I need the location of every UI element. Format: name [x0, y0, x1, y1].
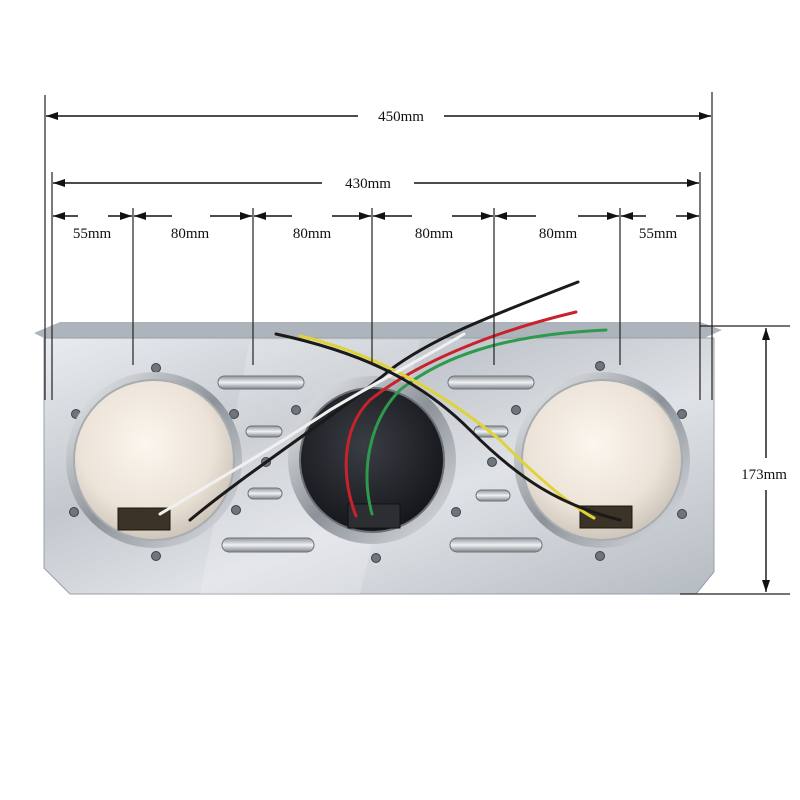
- plate-slots: [217, 375, 543, 553]
- screw: [677, 509, 687, 519]
- extension-lines: [44, 92, 790, 595]
- dim-450: 450mm: [46, 109, 711, 125]
- dim-430: 430mm: [53, 176, 699, 192]
- screw: [511, 405, 521, 415]
- dim-173: 173mm: [741, 328, 787, 592]
- screws: [69, 361, 687, 563]
- wire-green: [365, 328, 608, 516]
- screw: [487, 457, 497, 467]
- wire-white: [158, 332, 466, 516]
- screw: [231, 505, 241, 515]
- lamp-connector: [117, 507, 171, 531]
- screw: [595, 551, 605, 561]
- slot: [217, 375, 305, 390]
- dim-173-label: 173mm: [741, 467, 787, 483]
- wiring: [158, 280, 622, 522]
- slot: [447, 375, 535, 390]
- screw: [371, 553, 381, 563]
- dim-450-label: 450mm: [378, 109, 424, 125]
- slot: [475, 489, 511, 502]
- lamp-lens: [299, 387, 445, 533]
- screw: [451, 507, 461, 517]
- screw: [291, 405, 301, 415]
- left-lamp: [66, 372, 242, 548]
- segment-labels: 55mm 80mm 80mm 80mm 80mm 55mm: [73, 226, 678, 242]
- screw: [151, 551, 161, 561]
- slot: [247, 487, 283, 500]
- wire-red: [344, 310, 578, 518]
- seg-label: 55mm: [73, 226, 112, 242]
- seg-label: 80mm: [171, 226, 210, 242]
- wire-black-2: [274, 332, 622, 522]
- seg-label: 80mm: [415, 226, 454, 242]
- center-lamp: [288, 376, 456, 544]
- screw: [229, 409, 239, 419]
- plate-top-flange: [34, 322, 722, 340]
- right-lamp: [514, 372, 690, 548]
- wire-yellow: [298, 334, 596, 520]
- seg-label: 55mm: [639, 226, 678, 242]
- slot: [245, 425, 283, 438]
- seg-label: 80mm: [293, 226, 332, 242]
- wire-black: [188, 280, 580, 522]
- screw: [69, 507, 79, 517]
- slot: [221, 537, 315, 553]
- seg-label: 80mm: [539, 226, 578, 242]
- lamp-lens: [73, 379, 235, 541]
- slot: [449, 537, 543, 553]
- dim-430-label: 430mm: [345, 176, 391, 192]
- screw: [595, 361, 605, 371]
- screw: [151, 363, 161, 373]
- screw: [677, 409, 687, 419]
